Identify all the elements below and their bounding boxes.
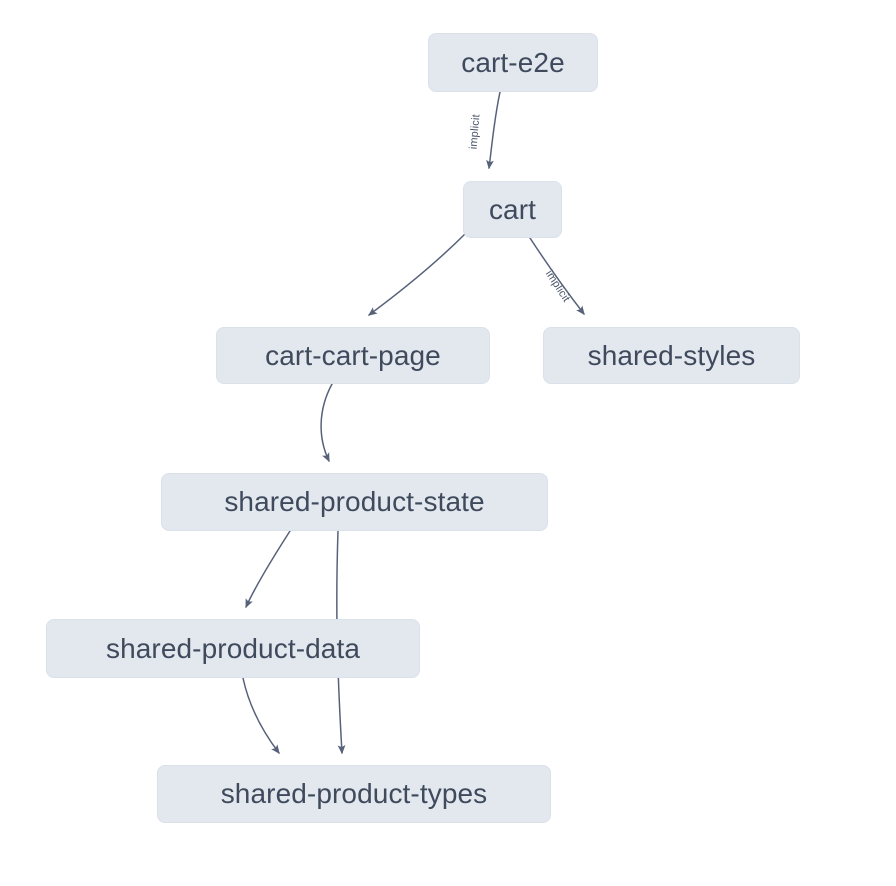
graph-edge-cart-cart-page__shared-product-state[interactable] (320, 383, 333, 463)
graph-node-label: cart-e2e (461, 46, 565, 78)
graph-node-label: shared-product-data (105, 632, 361, 664)
graph-edge-label: implicit (467, 114, 482, 150)
graph-node-shared-product-types[interactable]: shared-product-types (157, 765, 551, 823)
graph-node-label: shared-product-state (224, 486, 485, 517)
graph-node-shared-product-data[interactable]: shared-product-data (46, 619, 420, 678)
graph-node-cart[interactable]: cart (463, 181, 562, 238)
graph-node-label: cart-cart-page (265, 339, 441, 371)
graph-edge-shared-product-state__shared-product-data[interactable] (245, 530, 291, 609)
graph-node-shared-styles[interactable]: shared-styles (543, 327, 800, 384)
graph-edge-shared-product-data__shared-product-types[interactable] (242, 677, 280, 754)
graph-edge-label: implicit (543, 268, 572, 304)
graph-edge-cart__cart-cart-page[interactable] (368, 232, 467, 316)
graph-node-cart-e2e[interactable]: cart-e2e (428, 33, 598, 92)
graph-node-label: shared-styles (587, 339, 756, 371)
graph-node-shared-product-state[interactable]: shared-product-state (161, 473, 548, 531)
graph-edge-cart-e2e__cart[interactable] (486, 91, 501, 170)
graph-node-cart-cart-page[interactable]: cart-cart-page (216, 327, 490, 384)
graph-edge-cart__shared-styles[interactable] (529, 237, 585, 315)
graph-node-label: shared-product-types (220, 778, 488, 809)
graph-node-label: cart (488, 193, 537, 225)
